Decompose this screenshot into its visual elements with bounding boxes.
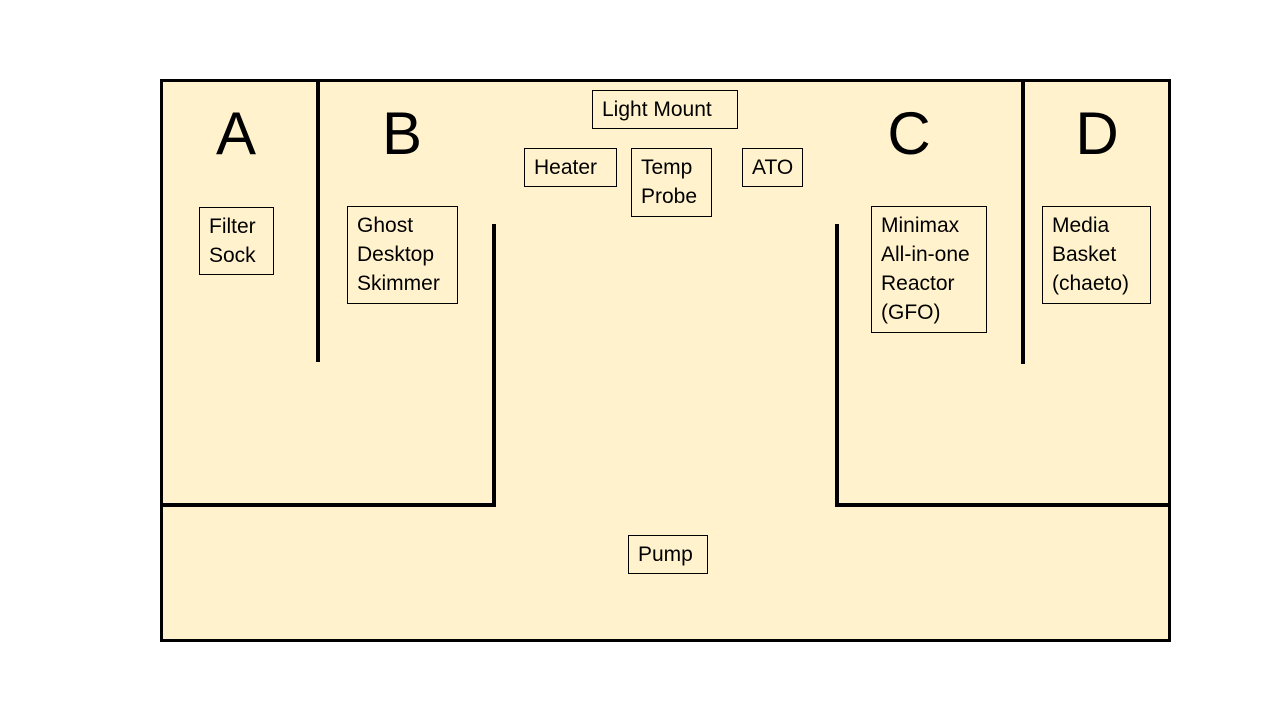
temp-probe-line-1: Temp bbox=[641, 156, 693, 179]
ato-line-1: ATO bbox=[752, 156, 794, 179]
chamber-label-a: A bbox=[215, 100, 257, 167]
media-basket-line-3: (chaeto) bbox=[1052, 272, 1130, 295]
reactor-line-2: All-in-one bbox=[881, 243, 970, 266]
light-mount-label: Light Mount bbox=[592, 90, 738, 129]
baffle-c-d bbox=[1021, 80, 1025, 364]
lower-divider-right bbox=[835, 503, 1171, 507]
filter-sock-line-1: Filter bbox=[209, 215, 256, 238]
temp-probe-label: Temp Probe bbox=[631, 148, 712, 217]
skimmer-label: Ghost Desktop Skimmer bbox=[347, 206, 458, 304]
reactor-line-1: Minimax bbox=[881, 214, 960, 237]
ato-label: ATO bbox=[742, 148, 803, 187]
chamber-label-c: C bbox=[887, 100, 931, 167]
light-mount-line-1: Light Mount bbox=[602, 98, 712, 121]
media-basket-line-1: Media bbox=[1052, 214, 1110, 237]
reactor-line-4: (GFO) bbox=[881, 301, 941, 324]
lower-divider-left bbox=[160, 503, 496, 507]
filter-sock-label: Filter Sock bbox=[199, 207, 274, 275]
temp-probe-line-2: Probe bbox=[641, 185, 698, 208]
filter-sock-line-2: Sock bbox=[209, 244, 256, 267]
media-basket-label: Media Basket (chaeto) bbox=[1042, 206, 1151, 304]
chamber-label-b: B bbox=[381, 100, 423, 167]
heater-line-1: Heater bbox=[534, 156, 598, 179]
chamber-label-d: D bbox=[1075, 100, 1119, 167]
reactor-label: Minimax All-in-one Reactor (GFO) bbox=[871, 206, 987, 333]
skimmer-line-3: Skimmer bbox=[357, 272, 440, 295]
heater-label: Heater bbox=[524, 148, 617, 187]
media-basket-line-2: Basket bbox=[1052, 243, 1117, 266]
skimmer-line-1: Ghost bbox=[357, 214, 414, 237]
skimmer-line-2: Desktop bbox=[357, 243, 435, 266]
baffle-return-c bbox=[835, 224, 839, 507]
baffle-a-b bbox=[316, 80, 320, 362]
baffle-b-return bbox=[492, 224, 496, 507]
reactor-line-3: Reactor bbox=[881, 272, 955, 295]
pump-line-1: Pump bbox=[638, 543, 693, 566]
sump-tank-outline bbox=[160, 79, 1171, 642]
pump-label: Pump bbox=[628, 535, 708, 574]
